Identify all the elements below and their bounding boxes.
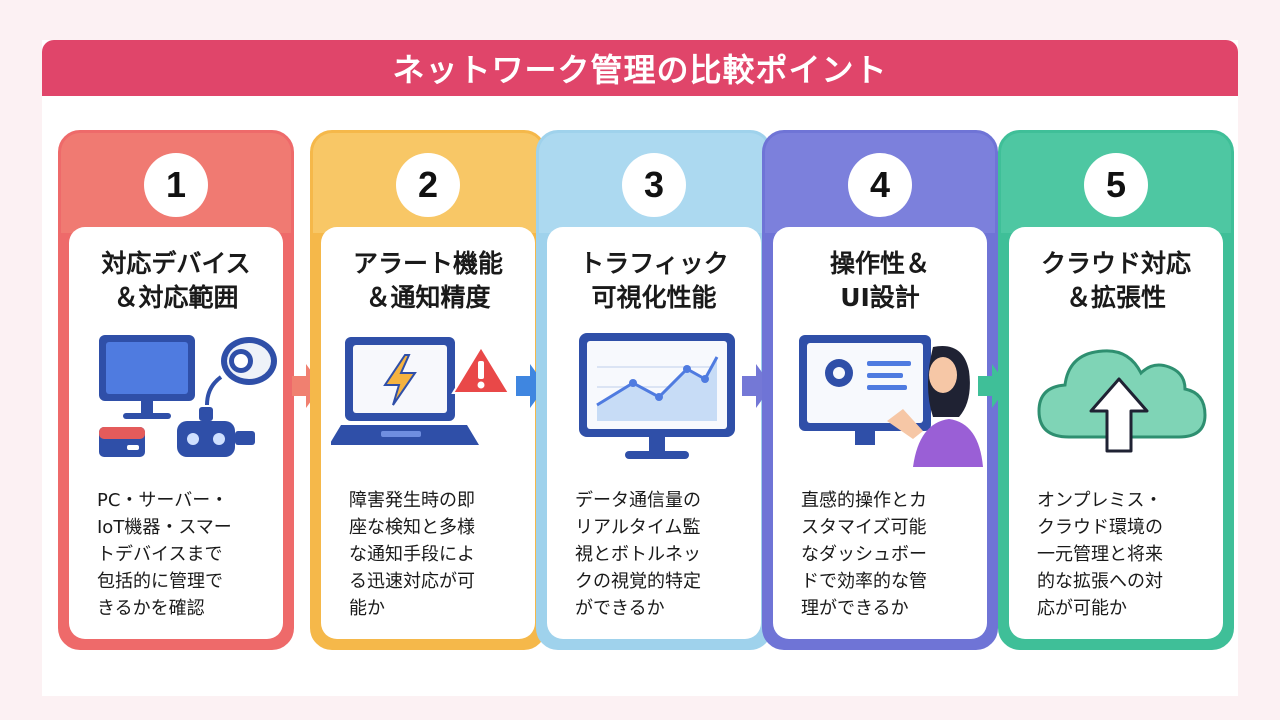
cloud-upload-icon xyxy=(1037,349,1207,453)
card-description: オンプレミス・ クラウド環境の 一元管理と将来 的な拡張への対 応が可能か xyxy=(1037,490,1163,619)
arrow-right-icon xyxy=(516,364,546,408)
card-title: トラフィック 可視化性能 xyxy=(579,249,729,312)
card-body: トラフィック 可視化性能 データ通信量の リアルタイム監 視とボトルネッ クの視… xyxy=(547,227,761,639)
card-title: 対応デバイス ＆対応範囲 xyxy=(101,249,251,312)
card-number: 1 xyxy=(144,153,208,217)
page-title: ネットワーク管理の比較ポイント xyxy=(392,51,888,89)
arrow-right-icon xyxy=(742,364,772,408)
card-number: 3 xyxy=(622,153,686,217)
card-body: アラート機能 ＆通知精度 障害発生時の即 座な検知と多様 な通知手段によ る迅速… xyxy=(321,227,535,639)
card-description: PC・サーバー・ IoT機器・スマー トデバイスまで 包括的に管理で きるかを確… xyxy=(97,490,232,619)
laptop-alert-icon xyxy=(331,337,511,445)
card-description: 障害発生時の即 座な検知と多様 な通知手段によ る迅速対応が可 能か xyxy=(349,490,475,619)
traffic-chart-icon xyxy=(579,333,735,459)
arrow-right-icon xyxy=(978,364,1008,408)
card-description: 直感的操作とカ スタマイズ可能 なダッシュボー ドで効率的な管 理ができるか xyxy=(801,490,927,619)
arrow-right-icon xyxy=(292,364,322,408)
card-alerts: 2 アラート機能 ＆通知精度 障害発生時の即 座な検知と多様 な通知手段によ る… xyxy=(310,130,546,650)
card-body: 対応デバイス ＆対応範囲 PC・サーバー・ IoT機器・スマー トデバイスまで … xyxy=(69,227,283,639)
card-usability: 4 操作性＆ UI設計 直感的操作とカ スタマイズ可能 なダッシュボー ドで効率… xyxy=(762,130,998,650)
card-body: 操作性＆ UI設計 直感的操作とカ スタマイズ可能 なダッシュボー ドで効率的な… xyxy=(773,227,987,639)
title-bar: ネットワーク管理の比較ポイント xyxy=(42,40,1238,96)
card-description: データ通信量の リアルタイム監 視とボトルネッ クの視覚的特定 ができるか xyxy=(575,490,701,619)
card-cloud: 5 クラウド対応 ＆拡張性 オンプレミス・ クラウド環境の 一元管理と将来 的な… xyxy=(998,130,1234,650)
card-title: クラウド対応 ＆拡張性 xyxy=(1040,249,1191,312)
card-number: 2 xyxy=(396,153,460,217)
user-dashboard-icon xyxy=(799,335,983,467)
card-number: 4 xyxy=(848,153,912,217)
card-title: 操作性＆ UI設計 xyxy=(829,249,930,312)
card-devices: 1 対応デバイス ＆対応範囲 PC・サーバー・ IoT機器・スマー トデバイスま… xyxy=(58,130,294,650)
card-title: アラート機能 ＆通知精度 xyxy=(352,249,503,312)
devices-icon xyxy=(99,335,277,457)
card-traffic: 3 トラフィック 可視化性能 データ通信量の リアルタイム監 視とボトルネッ ク… xyxy=(536,130,772,650)
card-number: 5 xyxy=(1084,153,1148,217)
card-body: クラウド対応 ＆拡張性 オンプレミス・ クラウド環境の 一元管理と将来 的な拡張… xyxy=(1009,227,1223,639)
